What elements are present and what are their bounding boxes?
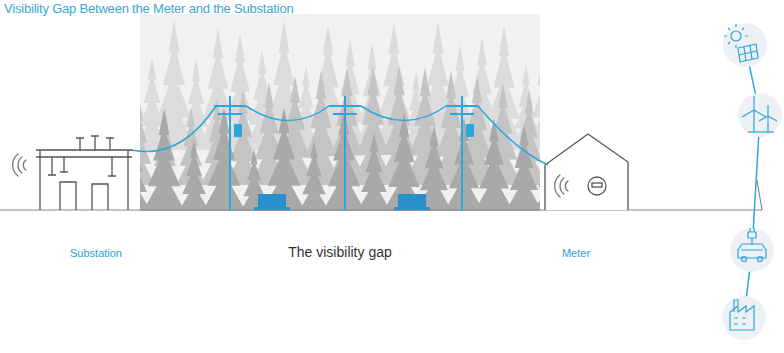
tree-shape: [533, 113, 540, 211]
tree-shape: [178, 140, 209, 211]
tree-shape: [539, 99, 540, 185]
substation-symbol: [36, 136, 132, 210]
ground-line: [0, 209, 762, 210]
house-symbol: [545, 134, 628, 210]
wireless-symbol: [555, 175, 568, 197]
ground-line: [757, 180, 762, 210]
part-label: Substation: [70, 247, 122, 259]
wind-turbine-icon: [742, 96, 777, 132]
tree-shape: [474, 118, 514, 211]
ground-transformer: [254, 194, 430, 210]
tree-shape: [202, 107, 246, 211]
forest: [140, 14, 540, 211]
tree-shape: [357, 132, 391, 211]
tree-shape: [444, 117, 484, 211]
solar-icon: [724, 24, 758, 62]
diagram-title: Visibility Gap Between the Meter and the…: [4, 1, 293, 16]
line-sensor: [234, 124, 474, 137]
tree-shape: [505, 124, 540, 211]
utility-pole: [214, 96, 478, 210]
factory-icon: [730, 300, 754, 330]
power-line: [132, 106, 548, 165]
tree-shape: [298, 141, 329, 211]
icon-circle: [722, 23, 782, 340]
part-label: The visibility gap: [288, 244, 392, 260]
part-label: Meter: [562, 247, 590, 259]
tree-shape: [142, 109, 185, 211]
wireless-symbol: [13, 154, 26, 176]
electric-car-icon: [738, 228, 766, 262]
tree-shape: [140, 100, 155, 185]
